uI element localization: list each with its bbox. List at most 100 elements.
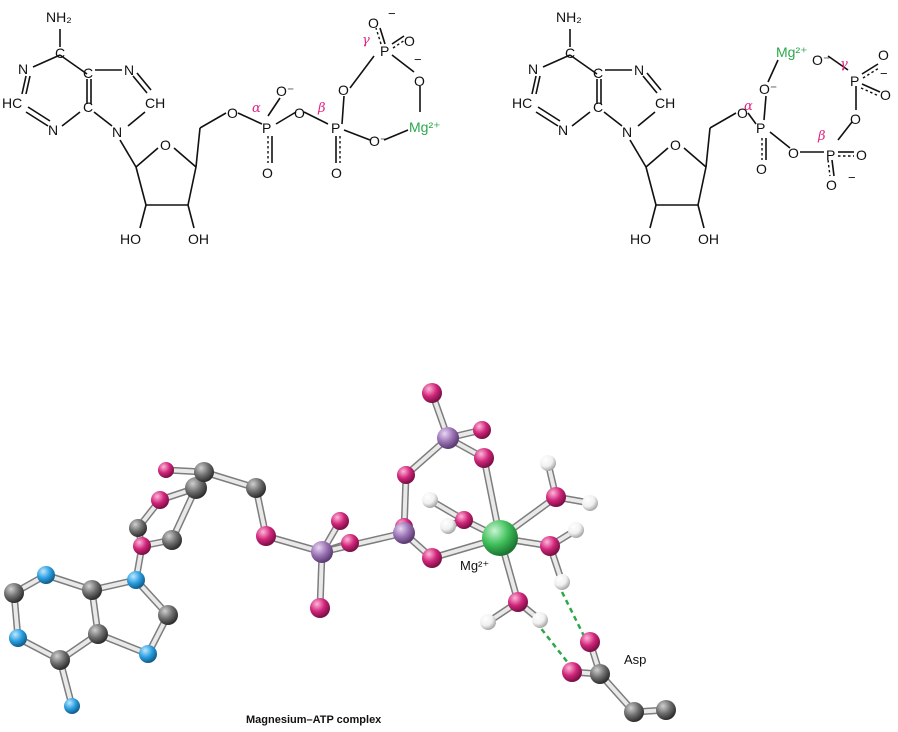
amine-label: NH₂	[46, 9, 72, 25]
model-atoms	[4, 383, 676, 722]
right-structure: NH₂ N C HC N C C N CH N O HO OH O α P O⁻…	[512, 9, 891, 247]
o-gamma-2-label: O	[404, 33, 415, 49]
r-oh-label-2: OH	[698, 231, 719, 247]
r-minus-beta: −	[848, 170, 856, 185]
c5-label: C	[83, 65, 93, 81]
n3-label: N	[48, 122, 58, 138]
oxygen-atom	[473, 421, 491, 439]
model-hbonds	[536, 592, 586, 668]
alpha-label: α	[252, 101, 261, 116]
r-p-alpha-label: P	[756, 120, 765, 136]
mg-right-label: Mg²⁺	[776, 44, 808, 60]
phosphorus-atom	[311, 541, 333, 563]
oxygen-atom	[133, 537, 151, 555]
oh-label-2: OH	[188, 231, 209, 247]
nitrogen-atom	[64, 698, 80, 714]
carbon-atom	[624, 702, 644, 722]
r-c5-label: C	[593, 65, 603, 81]
minus-gamma-top: −	[388, 6, 396, 21]
p-alpha-label: P	[262, 120, 271, 136]
c6-label: C	[55, 45, 65, 61]
r-beta-label: β	[817, 129, 826, 144]
nitrogen-atom	[37, 566, 55, 584]
r-o-alpha-beta-label: O	[788, 145, 799, 161]
o-beta-gamma-label: O	[338, 82, 349, 98]
ring-o-label: O	[160, 137, 171, 153]
carbon-atom	[246, 478, 266, 498]
oxygen-atom	[331, 512, 349, 530]
left-structure: NH₂ N C HC N C C N CH N O HO OH O α P O⁻…	[2, 6, 441, 247]
oxygen-atom	[546, 487, 566, 507]
oxygen-atom	[474, 448, 494, 468]
magnesium-atom	[482, 520, 518, 556]
o-gamma-3-label: O	[414, 73, 425, 89]
hydrogen-atom	[554, 574, 570, 590]
carbon-atom	[162, 530, 182, 550]
n1-label: N	[18, 61, 28, 77]
r-n7-label: N	[634, 62, 644, 78]
phosphorus-atom	[393, 522, 415, 544]
r-o-beta-gamma-label: O	[850, 111, 861, 127]
oxygen-atom	[256, 526, 276, 546]
carbon-atom	[158, 605, 178, 625]
n7-label: N	[124, 62, 134, 78]
r-n1-label: N	[528, 61, 538, 77]
hydrogen-atom	[440, 518, 456, 534]
r-ho-label-1: HO	[630, 231, 651, 247]
o-alpha-beta-label: O	[294, 105, 305, 121]
hydrogen-atom	[480, 614, 496, 630]
carbon-atom	[129, 519, 147, 537]
oxygen-atom	[562, 662, 582, 682]
o-dbl-beta-label: O	[331, 165, 342, 181]
ho-label-1: HO	[120, 231, 141, 247]
c4-label: C	[83, 99, 93, 115]
right-labels: NH₂ N C HC N C C N CH N O HO OH O α P O⁻…	[512, 9, 891, 247]
n9-label: N	[112, 124, 122, 140]
o-dbl-alpha-label: O	[262, 165, 273, 181]
r-o-dbl-alpha-label: O	[756, 161, 767, 177]
carbon-atom	[4, 583, 24, 603]
r-gamma-label: γ	[840, 57, 848, 72]
p-beta-label: P	[331, 120, 340, 136]
hydrogen-atom	[568, 522, 584, 538]
oxygen-atom	[540, 536, 560, 556]
carbon-atom	[50, 650, 70, 670]
carbon-atom	[194, 462, 214, 482]
hydrogen-atom	[422, 492, 438, 508]
oxygen-atom	[455, 511, 473, 529]
o-gamma-1-label: O	[368, 15, 379, 31]
gamma-label: γ	[362, 33, 370, 48]
ch-label: CH	[145, 95, 165, 111]
beta-label: β	[317, 101, 326, 116]
oxygen-atom	[397, 466, 415, 484]
figure-caption: Magnesium–ATP complex	[246, 714, 382, 726]
r-p-beta-label: P	[826, 147, 835, 163]
hydrogen-atom	[582, 495, 598, 511]
left-bonds	[22, 28, 420, 228]
minus-gamma-right: −	[414, 52, 422, 67]
p-gamma-label: P	[380, 43, 389, 59]
r-o-mg-gamma-label: O⁻	[812, 52, 830, 68]
r-alpha-label: α	[744, 99, 753, 114]
r-o-beta-1-label: O	[856, 147, 867, 163]
carbon-atom	[590, 664, 610, 684]
asp-label: Asp	[624, 652, 646, 667]
oxygen-atom	[422, 383, 442, 403]
r-p-gamma-label: P	[850, 73, 859, 89]
oxygen-atom	[151, 491, 169, 509]
o-minus-label: O⁻	[276, 83, 294, 99]
carbon-atom	[88, 624, 108, 644]
r-o-beta-2-label: O	[826, 177, 837, 193]
hc-label: HC	[2, 95, 22, 111]
oxygen-atom	[341, 534, 359, 552]
oxygen-atom	[310, 598, 330, 618]
nitrogen-atom	[139, 645, 157, 663]
r-c4-label: C	[593, 99, 603, 115]
r-ch-label: CH	[655, 95, 675, 111]
carbon-atom	[656, 700, 676, 720]
oxygen-atom	[158, 462, 174, 478]
r-o-gamma-1-label: O	[878, 47, 889, 63]
r-n3-label: N	[558, 122, 568, 138]
oxygen-atom	[508, 592, 528, 612]
